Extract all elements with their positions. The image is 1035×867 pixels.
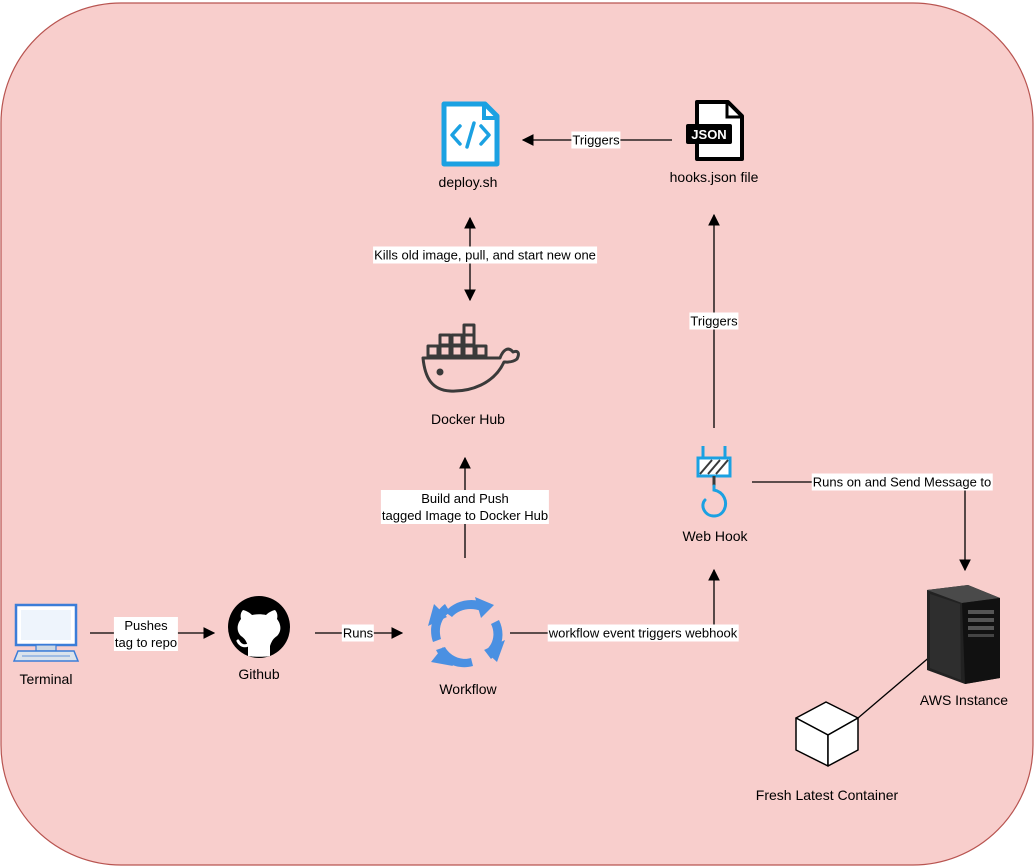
server-tower-icon: [927, 585, 1000, 684]
edge-label-webhook-to-aws: Runs on and Send Message to: [811, 473, 993, 491]
cube-icon: [795, 701, 859, 767]
edge-label-webhook-to-hooks: Triggers: [689, 312, 739, 330]
github-octocat-icon: [228, 596, 290, 658]
edge-aws-to-container: [857, 654, 933, 719]
json-badge: JSON: [691, 127, 726, 142]
terminal-monitor-icon: [12, 603, 80, 662]
edge-label-workflow-to-docker-line2: tagged Image to Docker Hub: [381, 508, 549, 523]
webhook-label: Web Hook: [682, 528, 748, 544]
edge-label-hooks-to-deploy: Triggers: [571, 131, 621, 149]
aws-instance-label: AWS Instance: [919, 692, 1009, 708]
edge-label-workflow-to-docker: Build and Push tagged Image to Docker Hu…: [380, 490, 550, 524]
edge-label-workflow-to-webhook: workflow event triggers webhook: [547, 624, 739, 642]
hooks-json-label: hooks.json file: [669, 169, 759, 185]
edge-label-deploy-docker: Kills old image, pull, and start new one: [373, 246, 597, 264]
terminal-label: Terminal: [19, 671, 73, 687]
container-label: Fresh Latest Container: [755, 787, 899, 803]
edge-label-github-to-workflow: Runs: [341, 624, 375, 642]
json-file-icon: JSON: [686, 100, 744, 161]
docker-hub-label: Docker Hub: [431, 411, 505, 427]
webhook-crane-hook-icon: [696, 446, 732, 518]
edge-label-terminal-to-github-line2: tag to repo: [114, 635, 178, 650]
workflow-label: Workflow: [439, 681, 497, 697]
code-file-icon: [441, 101, 500, 167]
edge-label-terminal-to-github-line1: Pushes: [124, 618, 168, 633]
edge-label-workflow-to-docker-line1: Build and Push: [421, 491, 509, 506]
github-label: Github: [238, 666, 280, 682]
docker-whale-icon: [421, 323, 520, 393]
edge-label-terminal-to-github: Pushes tag to repo: [113, 617, 179, 651]
deploy-label: deploy.sh: [438, 174, 498, 190]
workflow-cycle-icon: [428, 597, 505, 668]
